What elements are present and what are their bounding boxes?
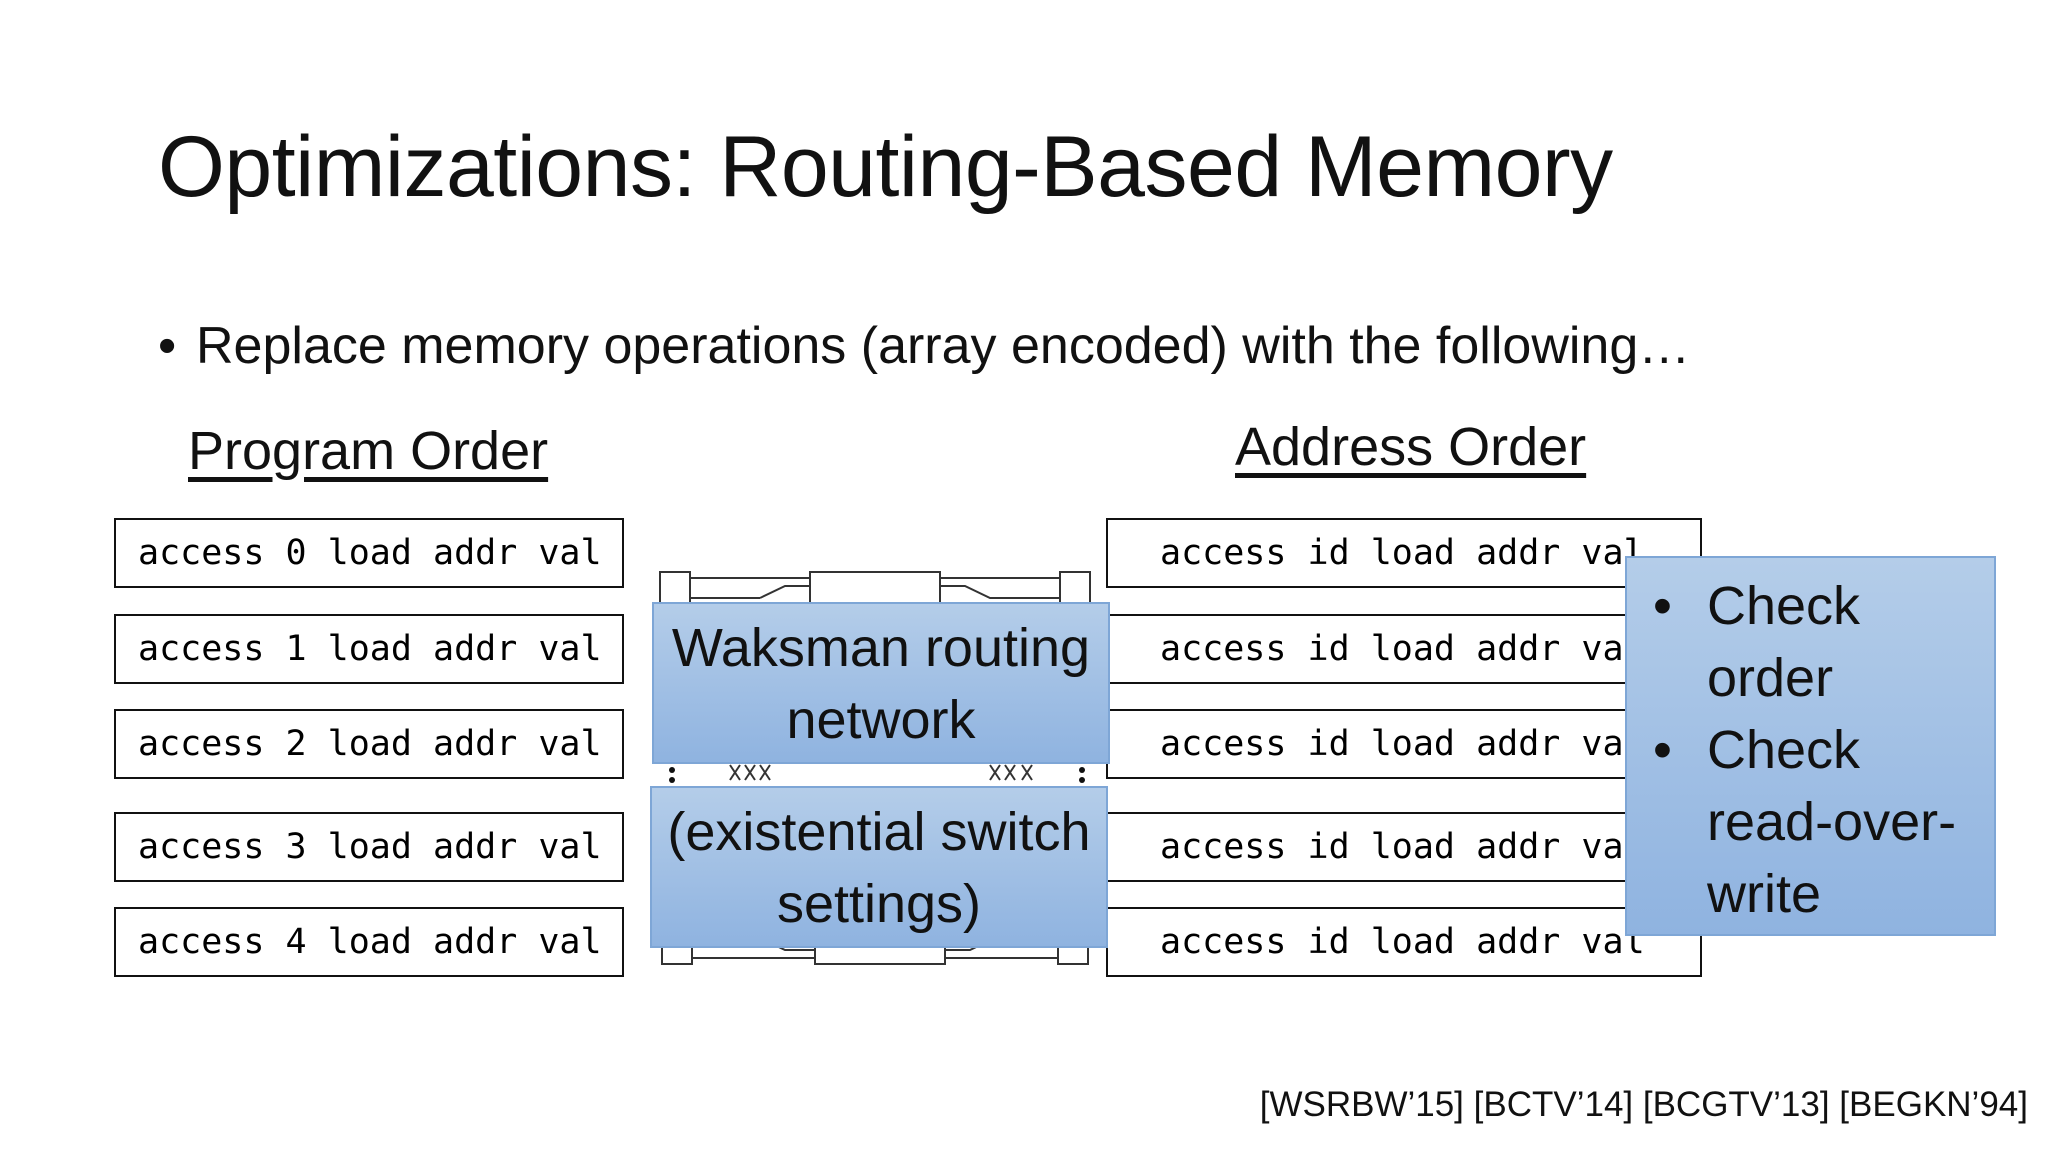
switch-settings-label: (existential switch settings) [667, 802, 1091, 934]
waksman-network-label: Waksman routing network [671, 618, 1091, 750]
check-item: •Check order [1647, 570, 1984, 714]
address-row: access id load addr val [1106, 812, 1702, 882]
program-order-heading: Program Order [188, 421, 549, 481]
address-row: access id load addr val [1106, 709, 1702, 779]
address-row: access id load addr val [1106, 518, 1702, 588]
bullet-dot-icon: • [1653, 576, 1672, 636]
address-row: access id load addr val [1106, 614, 1702, 684]
program-row: access 4 load addr val [114, 907, 624, 977]
checks-box: •Check order •Check read-over-write [1625, 556, 1996, 936]
citations: [WSRBW’15] [BCTV’14] [BCGTV’13] [BEGKN’9… [1259, 1085, 2028, 1124]
program-row: access 3 load addr val [114, 812, 624, 882]
program-row: access 0 load addr val [114, 518, 624, 588]
slide-title: Optimizations: Routing-Based Memory [158, 119, 1613, 215]
bullet-text: Replace memory operations (array encoded… [196, 317, 1691, 375]
switch-settings-box: (existential switch settings) [650, 786, 1108, 948]
bullet-dot-icon: • [158, 317, 177, 375]
program-row: access 1 load addr val [114, 614, 624, 684]
address-order-heading: Address Order [1235, 417, 1587, 477]
bullet-item: • Replace memory operations (array encode… [158, 316, 1690, 376]
check-item: •Check read-over-write [1647, 714, 1984, 930]
checks-list: •Check order •Check read-over-write [1647, 570, 1984, 930]
address-row: access id load addr val [1106, 907, 1702, 977]
bullet-dot-icon: • [1653, 720, 1672, 780]
program-row: access 2 load addr val [114, 709, 624, 779]
waksman-network-box: Waksman routing network [652, 602, 1110, 764]
